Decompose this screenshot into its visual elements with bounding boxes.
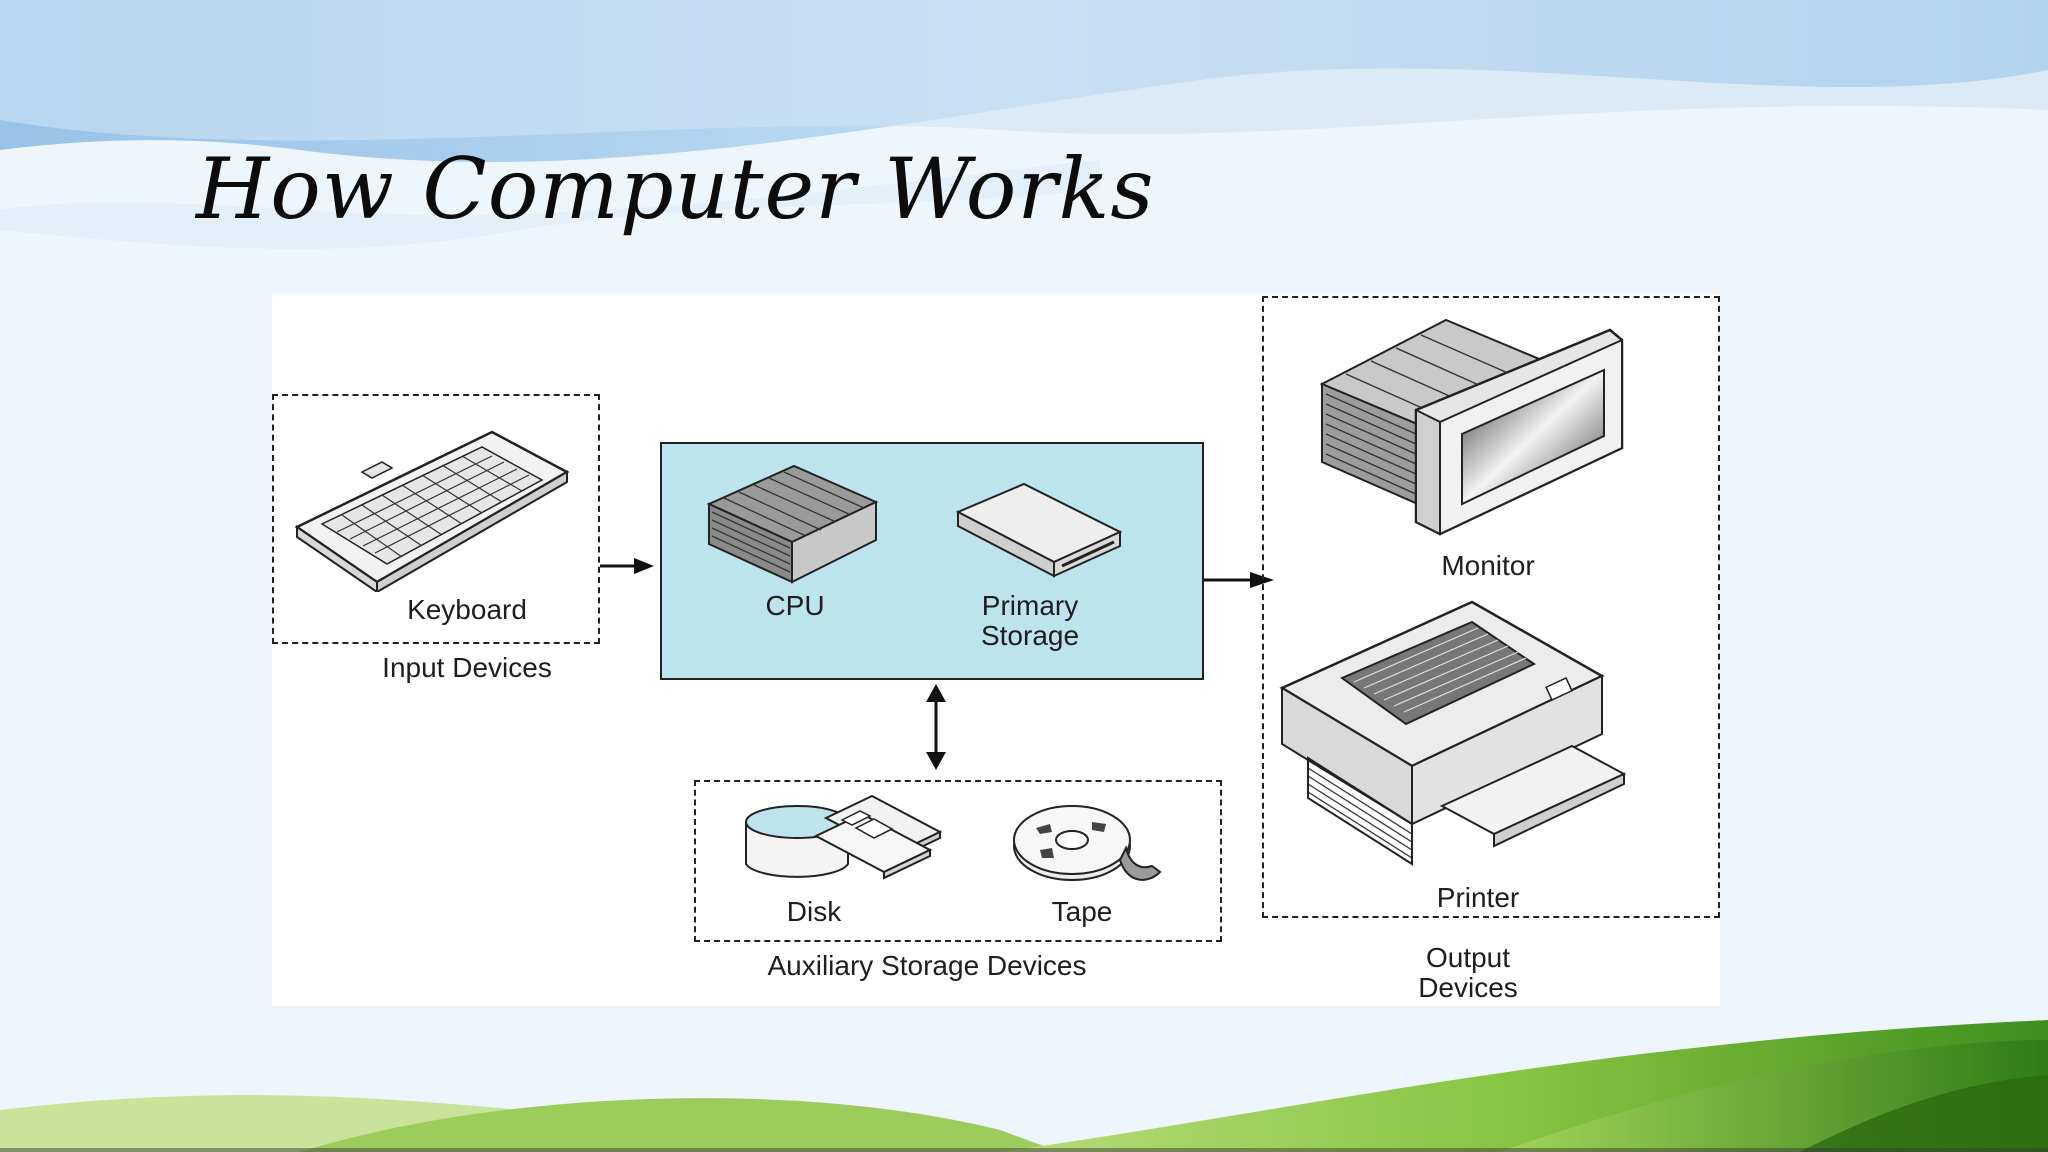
primary-storage-label-1: Primary xyxy=(981,590,1079,621)
output-devices-label-2: Devices xyxy=(1418,972,1518,1003)
computer-diagram: Keyboard Input Devices CPU Primary Stora… xyxy=(272,294,1720,1006)
tape-label: Tape xyxy=(1051,896,1113,927)
auxiliary-storage-label: Auxiliary Storage Devices xyxy=(767,950,1087,981)
arrow-system-auxiliary xyxy=(926,684,946,770)
input-devices-group xyxy=(272,394,600,644)
cpu-icon xyxy=(706,464,879,584)
output-devices-group xyxy=(1262,296,1720,918)
primary-storage-icon xyxy=(955,482,1123,578)
keyboard-icon xyxy=(294,430,570,592)
printer-label: Printer xyxy=(1436,882,1520,913)
output-devices-label-1: Output xyxy=(1425,942,1511,973)
cpu-label: CPU xyxy=(765,590,825,621)
printer-icon xyxy=(1279,600,1627,866)
auxiliary-storage-group xyxy=(694,780,1222,942)
floppy-icon xyxy=(813,794,943,880)
arrow-input-to-system xyxy=(600,558,654,574)
input-devices-label: Input Devices xyxy=(382,652,552,683)
slide-title: How Computer Works xyxy=(196,140,1155,238)
disk-label: Disk xyxy=(786,896,842,927)
primary-storage-label-2: Storage xyxy=(980,620,1080,651)
monitor-icon xyxy=(1319,318,1624,536)
disk-icon xyxy=(745,805,849,878)
tape-reel-icon xyxy=(1013,805,1162,881)
monitor-label: Monitor xyxy=(1441,550,1535,581)
keyboard-label: Keyboard xyxy=(407,594,527,625)
